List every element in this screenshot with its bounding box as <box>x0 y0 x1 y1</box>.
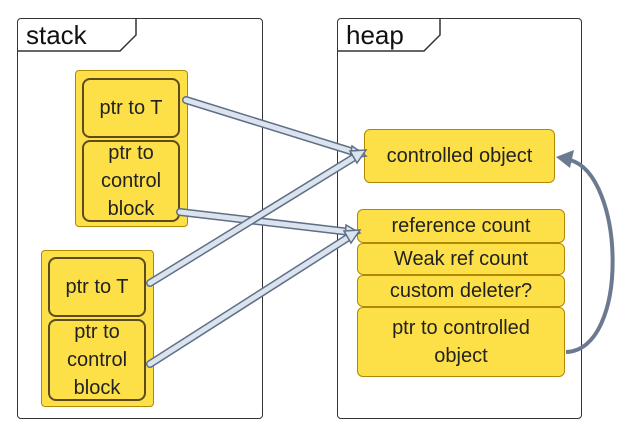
controlled-object: controlled object <box>364 129 555 183</box>
ptr-to-controlled-object: ptr to controlled object <box>357 307 565 377</box>
shared-ptr-1-ptr-to-control-block: ptr to control block <box>82 140 180 222</box>
reference-count: reference count <box>357 209 565 243</box>
shared-ptr-1-ptr-to-t: ptr to T <box>82 78 180 138</box>
stack-title: stack <box>26 20 87 50</box>
shared-ptr-2-ptr-to-control-block: ptr to control block <box>48 319 146 401</box>
shared-ptr-2-ptr-to-t: ptr to T <box>48 257 146 317</box>
custom-deleter: custom deleter? <box>357 275 565 307</box>
weak-ref-count: Weak ref count <box>357 243 565 275</box>
heap-title: heap <box>346 20 404 50</box>
